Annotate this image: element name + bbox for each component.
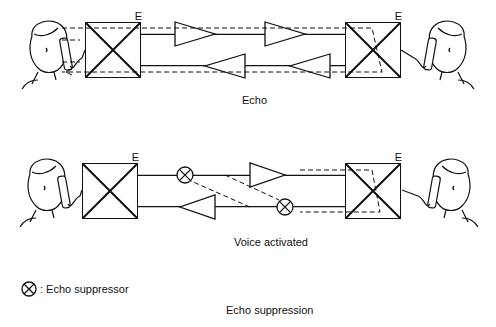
hybrid-cross xyxy=(86,23,140,77)
amplifier-symbols xyxy=(180,163,285,219)
echo-arrowhead xyxy=(66,69,72,75)
legend-text: : Echo suppressor xyxy=(40,283,129,295)
signal-line xyxy=(141,34,345,35)
legend-symbol xyxy=(20,280,38,298)
hybrid-box: E xyxy=(345,163,401,219)
cord xyxy=(402,190,418,196)
legend-entry: : Echo suppressor xyxy=(20,280,129,298)
cord xyxy=(401,50,414,58)
hybrid-cross xyxy=(346,23,400,77)
hybrid-cross xyxy=(346,164,400,218)
hybrid-label: E xyxy=(135,10,142,22)
hybrid-box: E xyxy=(85,22,141,78)
hybrid-box: E xyxy=(345,22,401,78)
caption-label: Echo suppression xyxy=(224,304,315,316)
caption-label: Voice activated xyxy=(232,236,310,248)
echo-path xyxy=(62,28,382,72)
hybrid-label: E xyxy=(395,151,402,163)
signal-line xyxy=(138,175,345,176)
hybrid-label: E xyxy=(395,10,402,22)
signal-line xyxy=(138,206,345,207)
caption-label: Echo xyxy=(240,94,269,106)
hybrid-label: E xyxy=(132,151,139,163)
hybrid-cross xyxy=(83,164,137,218)
hybrid-box: E xyxy=(82,163,138,219)
amplifier-symbols xyxy=(175,22,330,78)
